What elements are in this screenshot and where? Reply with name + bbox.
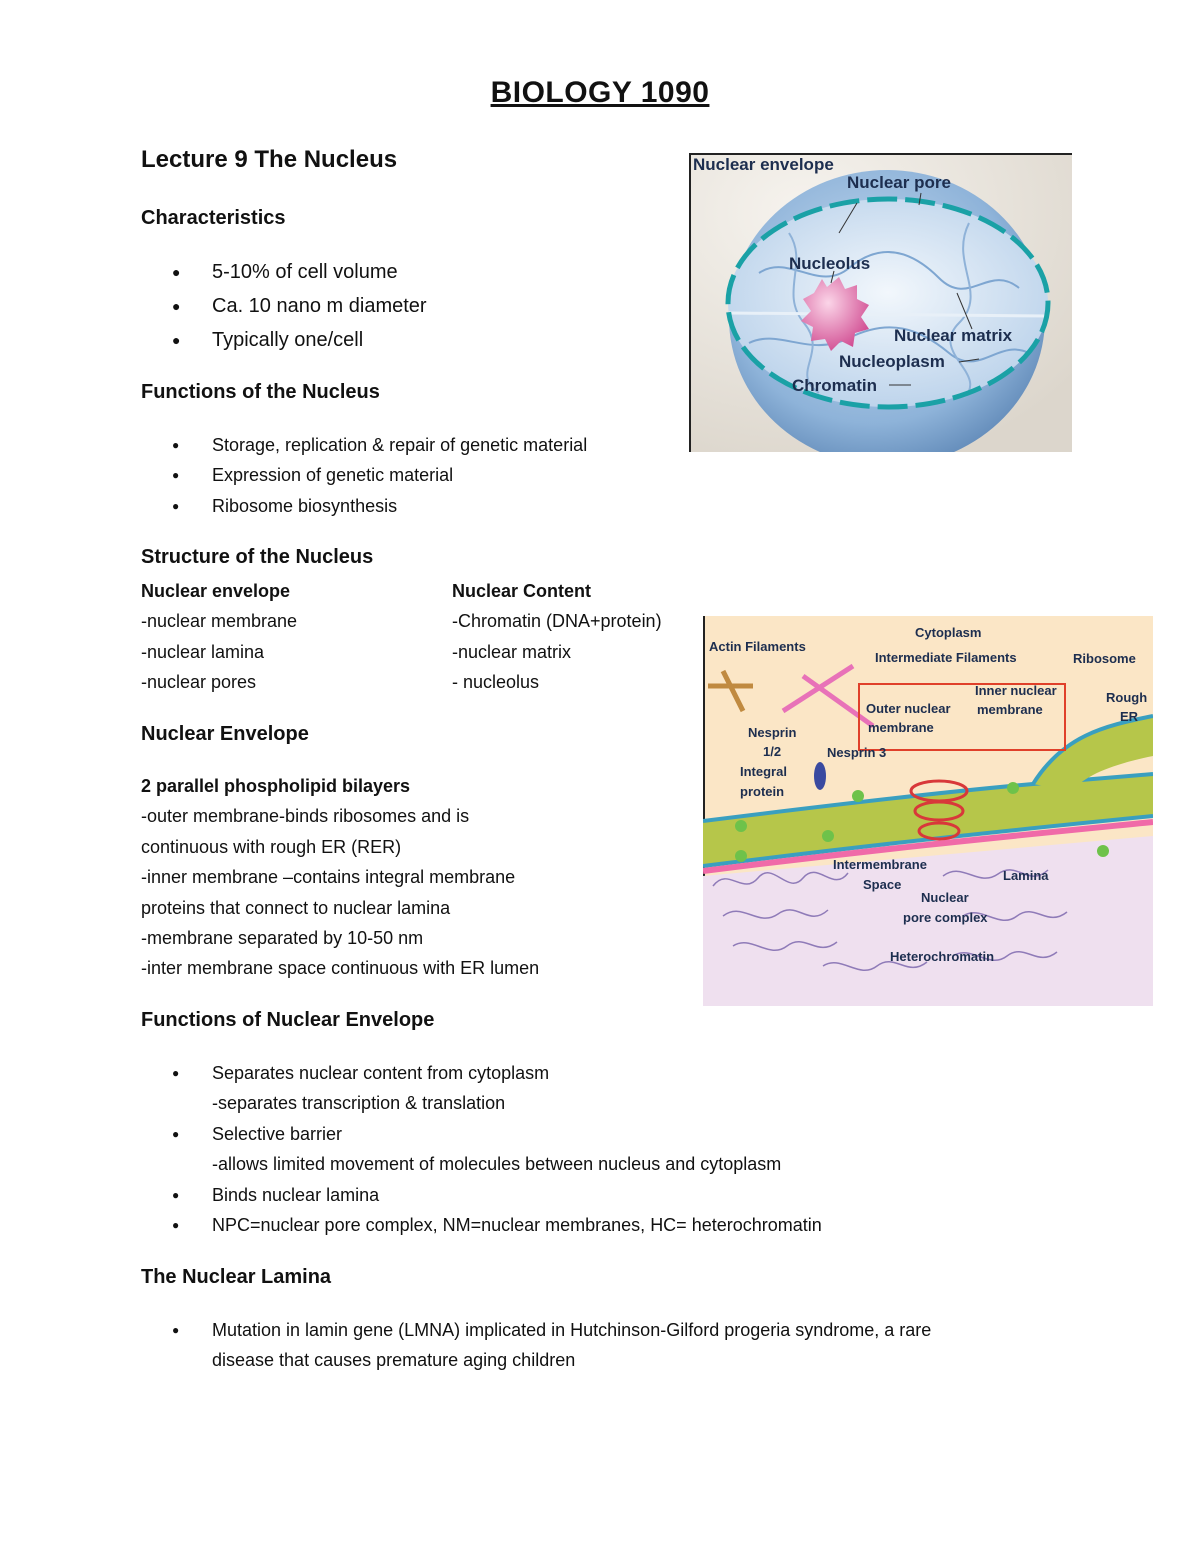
list-item: Mutation in lamin gene (LMNA) implicated…: [172, 1315, 1072, 1376]
list-item: Typically one/cell: [172, 323, 427, 357]
list-item-text: disease that causes premature aging chil…: [212, 1350, 576, 1371]
structure-left-item: -nuclear lamina: [141, 641, 265, 662]
list-item-text: NPC=nuclear pore complex, NM=nuclear mem…: [212, 1215, 822, 1236]
envelope-figure: Cytoplasm Actin Filaments Intermediate F…: [703, 616, 1153, 1006]
list-item: Separates nuclear content from cytoplasm…: [172, 1058, 1072, 1119]
list-item: NPC=nuclear pore complex, NM=nuclear mem…: [172, 1210, 1072, 1241]
label-intermediate-filaments: Intermediate Filaments: [875, 650, 1017, 665]
envelope-text: 2 parallel phospholipid bilayers -outer …: [141, 771, 681, 984]
envelope-subheading: 2 parallel phospholipid bilayers: [141, 776, 411, 796]
structure-heading: Structure of the Nucleus: [141, 546, 374, 568]
label-nuclear-matrix: Nuclear matrix: [894, 326, 1013, 345]
structure-left-column: Nuclear envelope -nuclear membrane -nucl…: [141, 576, 441, 698]
list-item: Storage, replication & repair of genetic…: [172, 430, 587, 461]
label-outer-membrane-2: membrane: [868, 720, 934, 735]
label-nesprin-1-2-c: Integral: [740, 764, 787, 779]
structure-right-item: -Chromatin (DNA+protein): [452, 611, 662, 632]
label-inner-membrane-2: membrane: [977, 702, 1043, 717]
label-rough: Rough: [1106, 690, 1147, 705]
label-er: ER: [1120, 709, 1139, 724]
list-item-text: Binds nuclear lamina: [212, 1184, 380, 1205]
envelope-line: -inner membrane –contains integral membr…: [141, 867, 516, 888]
structure-left-header: Nuclear envelope: [141, 581, 291, 601]
label-ribosome: Ribosome: [1073, 651, 1136, 666]
structure-left-item: -nuclear pores: [141, 672, 257, 693]
structure-right-item: - nucleolus: [452, 672, 540, 693]
list-item-sub: -separates transcription & translation: [212, 1093, 506, 1114]
lamina-heading: The Nuclear Lamina: [141, 1266, 332, 1288]
structure-right-column: Nuclear Content -Chromatin (DNA+protein)…: [452, 576, 692, 698]
label-inner-membrane-1: Inner nuclear: [975, 683, 1057, 698]
list-item: Ca. 10 nano m diameter: [172, 289, 427, 323]
label-chromatin: Chromatin: [792, 376, 877, 395]
lecture-heading: Lecture 9 The Nucleus: [141, 146, 398, 173]
label-nesprin-1-2-d: protein: [740, 784, 784, 799]
envelope-line: -membrane separated by 10-50 nm: [141, 928, 424, 949]
lamina-list: Mutation in lamin gene (LMNA) implicated…: [172, 1315, 1072, 1376]
label-nuclear-pore: Nuclear pore: [847, 173, 951, 192]
label-heterochromatin: Heterochromatin: [890, 949, 994, 964]
envelope-line: proteins that connect to nuclear lamina: [141, 897, 451, 918]
label-cytoplasm: Cytoplasm: [915, 625, 981, 640]
label-intermembrane-2: Space: [863, 877, 901, 892]
label-npc-1: Nuclear: [921, 890, 969, 905]
label-npc-2: pore complex: [903, 910, 988, 925]
label-nucleolus: Nucleolus: [789, 254, 870, 273]
list-item-text: Mutation in lamin gene (LMNA) implicated…: [212, 1320, 932, 1340]
label-intermembrane-1: Intermembrane: [833, 857, 927, 872]
list-item: Expression of genetic material: [172, 460, 587, 491]
envelope-functions-heading: Functions of Nuclear Envelope: [141, 1009, 435, 1031]
envelope-line: -outer membrane-binds ribosomes and is: [141, 806, 470, 827]
label-nesprin-1-2-b: 1/2: [763, 744, 781, 759]
label-actin-filaments: Actin Filaments: [709, 639, 806, 654]
list-item: Selective barrier -allows limited moveme…: [172, 1119, 1072, 1180]
structure-left-item: -nuclear membrane: [141, 611, 298, 632]
list-item-sub: -allows limited movement of molecules be…: [212, 1154, 782, 1175]
label-nesprin-1-2-a: Nesprin: [748, 725, 796, 740]
characteristics-list: 5-10% of cell volume Ca. 10 nano m diame…: [172, 255, 427, 357]
nucleus-illustration: Nuclear envelope Nuclear pore Nucleolus …: [689, 153, 1072, 452]
envelope-functions-list: Separates nuclear content from cytoplasm…: [172, 1058, 1072, 1241]
list-item-text: Selective barrier: [212, 1123, 343, 1144]
structure-right-header: Nuclear Content: [452, 581, 592, 601]
document-title: BIOLOGY 1090: [490, 76, 710, 109]
functions-list: Storage, replication & repair of genetic…: [172, 430, 587, 522]
nucleus-figure: Nuclear envelope Nuclear pore Nucleolus …: [689, 153, 1072, 452]
functions-heading: Functions of the Nucleus: [141, 381, 380, 403]
list-item: 5-10% of cell volume: [172, 255, 427, 289]
envelope-heading: Nuclear Envelope: [141, 723, 309, 745]
label-nucleoplasm: Nucleoplasm: [839, 352, 945, 371]
structure-right-item: -nuclear matrix: [452, 641, 572, 662]
characteristics-heading: Characteristics: [141, 207, 286, 229]
label-outer-membrane-1: Outer nuclear: [866, 701, 951, 716]
label-nesprin-3: Nesprin 3: [827, 745, 886, 760]
label-nuclear-envelope: Nuclear envelope: [693, 155, 834, 174]
list-item: Binds nuclear lamina: [172, 1180, 1072, 1211]
list-item-text: Separates nuclear content from cytoplasm: [212, 1063, 550, 1083]
label-lamina: Lamina: [1003, 868, 1049, 883]
envelope-line: -inter membrane space continuous with ER…: [141, 958, 540, 979]
envelope-illustration: Cytoplasm Actin Filaments Intermediate F…: [703, 616, 1153, 1006]
list-item: Ribosome biosynthesis: [172, 491, 587, 522]
envelope-line: continuous with rough ER (RER): [141, 836, 402, 857]
